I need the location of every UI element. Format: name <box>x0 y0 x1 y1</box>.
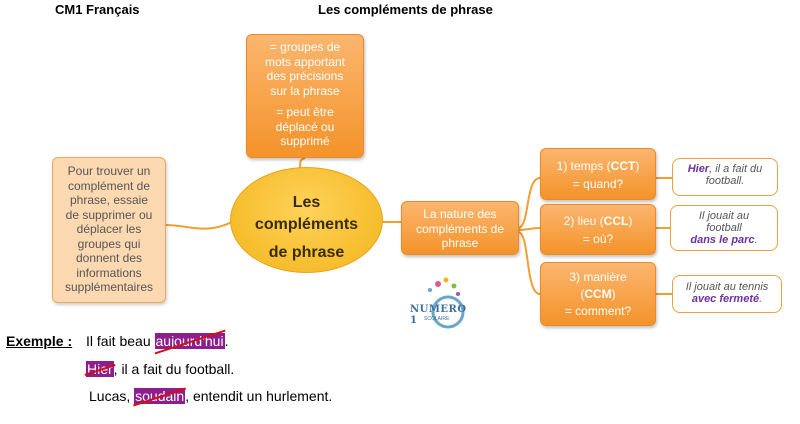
nature-line: phrase <box>441 236 479 250</box>
example-label: Exemple : <box>6 333 73 349</box>
example-line: football. <box>705 175 745 187</box>
type-label: 1) temps (CCT) <box>556 159 640 173</box>
connector-tip <box>164 221 233 230</box>
central-topic-line: de phrase <box>268 244 345 261</box>
definition-line: sur la phrase <box>270 83 340 98</box>
tip-box: Pour trouver un complément de phrase, es… <box>52 157 166 303</box>
struck-complement: Hier <box>86 361 114 377</box>
example-line: football <box>706 222 742 234</box>
example-sentence-2: Hier, il a fait du football. <box>86 361 235 377</box>
type-label: 2) lieu (CCL) <box>563 214 633 228</box>
definition-line: = peut être <box>276 105 334 119</box>
type-label: 3) manière <box>569 270 627 284</box>
logo-subtext: SCOLAIRE <box>424 316 450 322</box>
definition-line: = groupes de <box>269 40 341 54</box>
struck-complement: soudain <box>134 388 186 404</box>
example-sentence-1: Il fait beau aujourd'hui. <box>86 333 229 349</box>
course-title: CM1 Français <box>55 2 140 17</box>
tip-line: de supprimer ou <box>65 207 153 222</box>
central-topic: Les compléments de phrase <box>230 167 383 273</box>
tip-line: complément de <box>67 178 151 193</box>
tip-line: déplacer les <box>76 222 142 236</box>
example-line: Il jouait au <box>698 210 750 222</box>
type-box-cct: 1) temps (CCT) = quand? <box>540 148 656 200</box>
logo-text: NUMERO 1 <box>410 304 467 326</box>
connector-ccl <box>517 227 541 231</box>
type-code: (CCM) <box>580 287 616 301</box>
page-title: Les compléments de phrase <box>318 2 493 17</box>
nature-box: La nature des compléments de phrase <box>401 201 519 255</box>
definition-line: mots apportant <box>264 54 346 69</box>
example-line: avec fermeté. <box>691 293 763 305</box>
example-line: dans le parc. <box>690 234 758 246</box>
type-question: = comment? <box>564 304 632 318</box>
type-box-ccm: 3) manière (CCM) = comment? <box>540 262 656 326</box>
central-topic-line: compléments <box>254 216 359 233</box>
tip-line: donnent des <box>75 251 143 265</box>
tip-line: Pour trouver un <box>67 164 151 178</box>
type-question: = quand? <box>572 177 624 191</box>
definition-line: déplacé ou <box>275 119 335 134</box>
tip-line: supplémentaires <box>64 280 154 294</box>
numero1-logo: NUMERO 1 SCOLAIRE <box>410 272 472 330</box>
example-line: Il jouait au tennis <box>685 281 769 293</box>
example-box-cct: Hier, il a fait du football. <box>672 158 778 196</box>
definition-spacer <box>253 98 357 105</box>
type-question: = où? <box>582 232 614 246</box>
example-box-ccl: Il jouait au football dans le parc. <box>670 205 778 251</box>
nature-line: compléments de <box>415 221 505 236</box>
type-box-ccl: 2) lieu (CCL) = où? <box>540 204 656 255</box>
connector-ccm <box>517 231 541 295</box>
tip-line: groupes qui <box>77 236 141 251</box>
central-topic-line: Les <box>292 194 321 211</box>
example-line: Hier, il a fait du <box>687 163 763 175</box>
connector-cct <box>517 177 541 229</box>
tip-line: informations <box>76 265 142 280</box>
logo-graphic <box>428 277 465 329</box>
example-sentence-3: Lucas, soudain, entendit un hurlement. <box>89 388 333 404</box>
tip-line: phrase, essaie <box>69 193 149 207</box>
struck-complement: aujourd'hui <box>154 333 225 349</box>
definition-line: supprimé <box>280 134 330 148</box>
definition-line: des précisions <box>266 69 344 83</box>
definition-box: = groupes de mots apportant des précisio… <box>246 34 364 158</box>
example-box-ccm: Il jouait au tennis avec fermeté. <box>672 275 782 313</box>
nature-line: La nature des <box>423 207 497 221</box>
